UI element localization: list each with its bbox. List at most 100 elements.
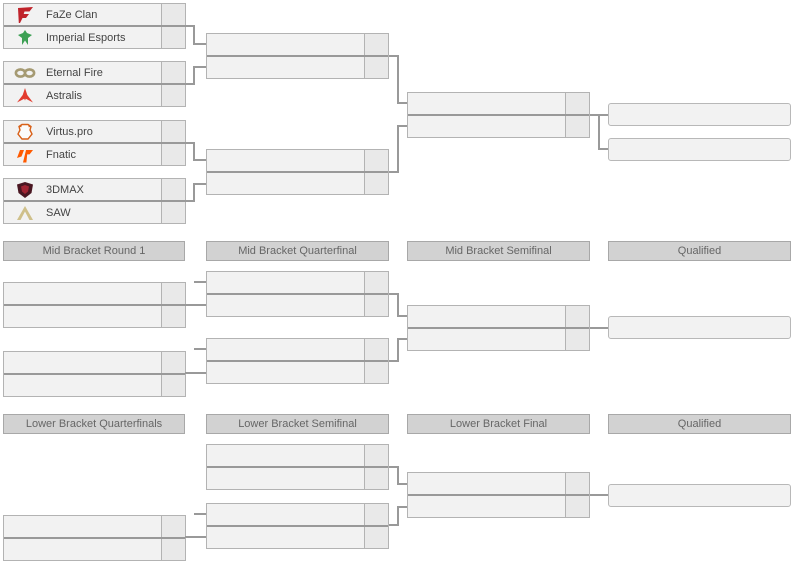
empty-team-row: [207, 34, 388, 55]
bracket-connector: [195, 159, 206, 161]
empty-team-row: [408, 93, 589, 114]
bracket-connector: [185, 142, 194, 144]
mid-qf-match-1: [206, 271, 389, 317]
team-row-eternal-fire[interactable]: Eternal Fire: [4, 62, 185, 83]
lower-semifinal-match-1: [206, 444, 389, 490]
3dmax-logo: [4, 181, 46, 199]
team-row-faze-clan[interactable]: FaZe Clan: [4, 4, 185, 25]
bracket-connector: [195, 66, 206, 68]
lower-semifinal-match-2: [206, 503, 389, 549]
bracket-connector: [185, 536, 206, 538]
score-cell: [364, 362, 388, 383]
mid-semifinal-match: [407, 305, 590, 351]
header-mid-bracket-semifinal: Mid Bracket Semifinal: [407, 241, 590, 261]
upper-round1-match-1: FaZe Clan Imperial Esports: [3, 3, 186, 49]
bracket-connector-stub: [194, 513, 206, 515]
team-name: Eternal Fire: [46, 66, 103, 79]
score-cell: [161, 283, 185, 304]
empty-team-row: [207, 171, 388, 194]
score-cell: [364, 34, 388, 55]
score-cell: [364, 57, 388, 78]
bracket-connector: [399, 338, 407, 340]
bracket-connector: [399, 315, 407, 317]
bracket-connector-stub: [194, 281, 206, 283]
bracket-connector: [399, 102, 407, 104]
team-name: 3DMAX: [46, 183, 84, 196]
empty-team-row: [408, 327, 589, 350]
team-row-astralis[interactable]: Astralis: [4, 83, 185, 106]
team-name: Fnatic: [46, 148, 76, 161]
header-mid-qualified: Qualified: [608, 241, 791, 261]
header-mid-bracket-quarterfinal: Mid Bracket Quarterfinal: [206, 241, 389, 261]
empty-team-row: [207, 360, 388, 383]
bracket-connector: [185, 25, 194, 27]
bracket-connector: [185, 200, 194, 202]
empty-team-row: [4, 352, 185, 373]
team-row-saw[interactable]: SAW: [4, 200, 185, 223]
team-row-virtus-pro[interactable]: Virtus.pro: [4, 121, 185, 142]
score-cell: [161, 27, 185, 48]
bracket-connector: [389, 293, 398, 295]
team-row-imperial-esports[interactable]: Imperial Esports: [4, 25, 185, 48]
team-row-3dmax[interactable]: 3DMAX: [4, 179, 185, 200]
empty-team-row: [207, 293, 388, 316]
team-name: FaZe Clan: [46, 8, 98, 21]
fnatic-logo: [4, 146, 46, 164]
imperial-esports-logo: [4, 29, 46, 47]
score-cell: [161, 121, 185, 142]
score-cell: [565, 496, 589, 517]
bracket-connector: [600, 148, 608, 150]
empty-team-row: [207, 339, 388, 360]
bracket-connector: [399, 506, 407, 508]
score-cell: [161, 85, 185, 106]
empty-team-row: [408, 306, 589, 327]
team-name: SAW: [46, 206, 71, 219]
bracket-connector: [185, 83, 194, 85]
team-row-fnatic[interactable]: Fnatic: [4, 142, 185, 165]
bracket-connector: [397, 55, 399, 104]
upper-qualified-slot-1: [608, 103, 791, 126]
bracket-connector: [397, 293, 399, 317]
saw-logo: [4, 204, 46, 222]
bracket-connector: [389, 466, 398, 468]
score-cell: [161, 375, 185, 396]
empty-team-row: [4, 373, 185, 396]
empty-team-row: [4, 283, 185, 304]
score-cell: [364, 295, 388, 316]
upper-qualified-slot-2: [608, 138, 791, 161]
empty-team-row: [408, 473, 589, 494]
bracket-connector: [389, 171, 398, 173]
empty-team-row: [4, 304, 185, 327]
bracket-connector: [389, 360, 398, 362]
empty-team-row: [207, 504, 388, 525]
score-cell: [565, 306, 589, 327]
empty-team-row: [207, 525, 388, 548]
bracket-connector-stub: [194, 348, 206, 350]
header-lower-qualified: Qualified: [608, 414, 791, 434]
upper-round1-match-2: Eternal Fire Astralis: [3, 61, 186, 107]
upper-round1-match-4: 3DMAX SAW: [3, 178, 186, 224]
lower-final-match: [407, 472, 590, 518]
score-cell: [161, 62, 185, 83]
empty-team-row: [4, 537, 185, 560]
eternal-fire-logo: [4, 64, 46, 82]
score-cell: [161, 179, 185, 200]
bracket-connector: [399, 483, 407, 485]
score-cell: [161, 4, 185, 25]
upper-qf-match-2: [206, 149, 389, 195]
lower-qualified-slot: [608, 484, 791, 507]
score-cell: [161, 202, 185, 223]
team-name: Virtus.pro: [46, 125, 93, 138]
bracket-connector: [397, 466, 399, 485]
score-cell: [364, 339, 388, 360]
astralis-logo: [4, 87, 46, 105]
mid-round1-match-1: [3, 282, 186, 328]
score-cell: [161, 516, 185, 537]
header-lower-bracket-quarterfinals: Lower Bracket Quarterfinals: [3, 414, 185, 434]
header-lower-bracket-semifinal: Lower Bracket Semifinal: [206, 414, 389, 434]
upper-qf-match-1: [206, 33, 389, 79]
upper-semifinal-match: [407, 92, 590, 138]
bracket-connector: [397, 338, 399, 362]
empty-team-row: [207, 55, 388, 78]
team-name: Astralis: [46, 89, 83, 102]
